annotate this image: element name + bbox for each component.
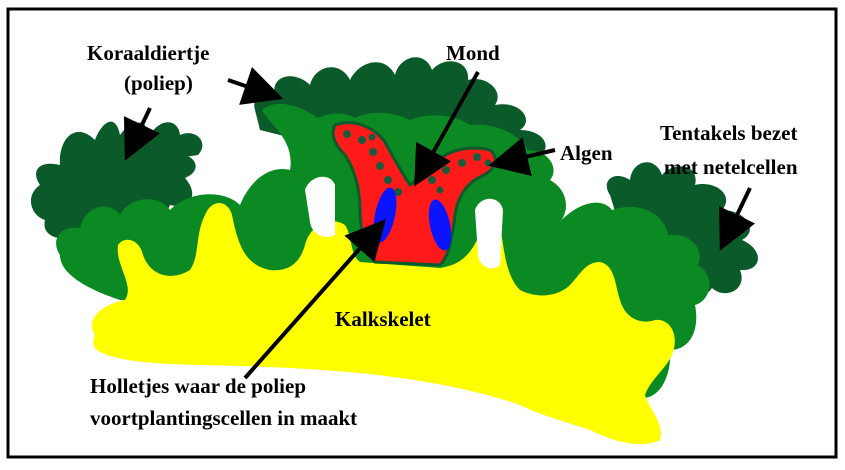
label-polyp-line1: Koraaldiertje xyxy=(87,41,209,65)
label-cavities-line2: voortplantingscellen in maakt xyxy=(90,406,357,430)
label-algae: Algen xyxy=(560,141,613,165)
polyp-cup-right xyxy=(475,199,503,269)
label-skeleton: Kalkskelet xyxy=(335,307,431,331)
label-mouth: Mond xyxy=(446,41,500,65)
label-tentacles-line1: Tentakels bezet xyxy=(660,121,797,145)
label-tentacles-line2: met netelcellen xyxy=(664,155,798,179)
label-polyp-line2: (poliep) xyxy=(124,71,193,95)
label-cavities-line1: Holletjes waar de poliep xyxy=(90,374,306,398)
